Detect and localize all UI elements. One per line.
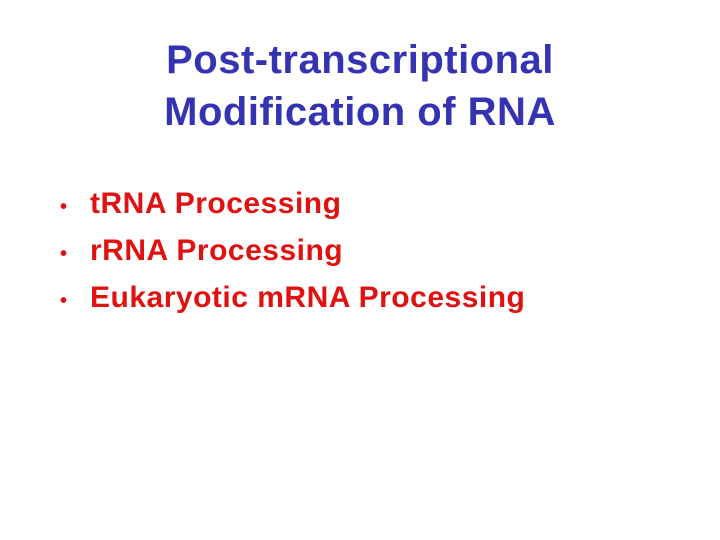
list-item: • Eukaryotic mRNA Processing: [60, 276, 680, 323]
bullet-label-trna-processing: tRNA Processing: [90, 187, 342, 220]
bullet-dot-icon: •: [60, 290, 68, 312]
bullet-dot-icon: •: [60, 243, 68, 265]
slide-title-line-2: Modification of RNA: [164, 90, 556, 134]
list-item: • tRNA Processing: [60, 182, 680, 229]
slide-title: Post-transcriptional Modification of RNA: [0, 34, 720, 138]
bullet-label-rrna-processing: rRNA Processing: [90, 234, 344, 267]
list-item: • rRNA Processing: [60, 229, 680, 276]
bullet-list: • tRNA Processing • rRNA Processing • Eu…: [60, 182, 680, 323]
slide-title-line-1: Post-transcriptional: [166, 38, 554, 82]
bullet-dot-icon: •: [60, 196, 68, 218]
bullet-label-eukaryotic-mrna-processing: Eukaryotic mRNA Processing: [90, 281, 526, 314]
